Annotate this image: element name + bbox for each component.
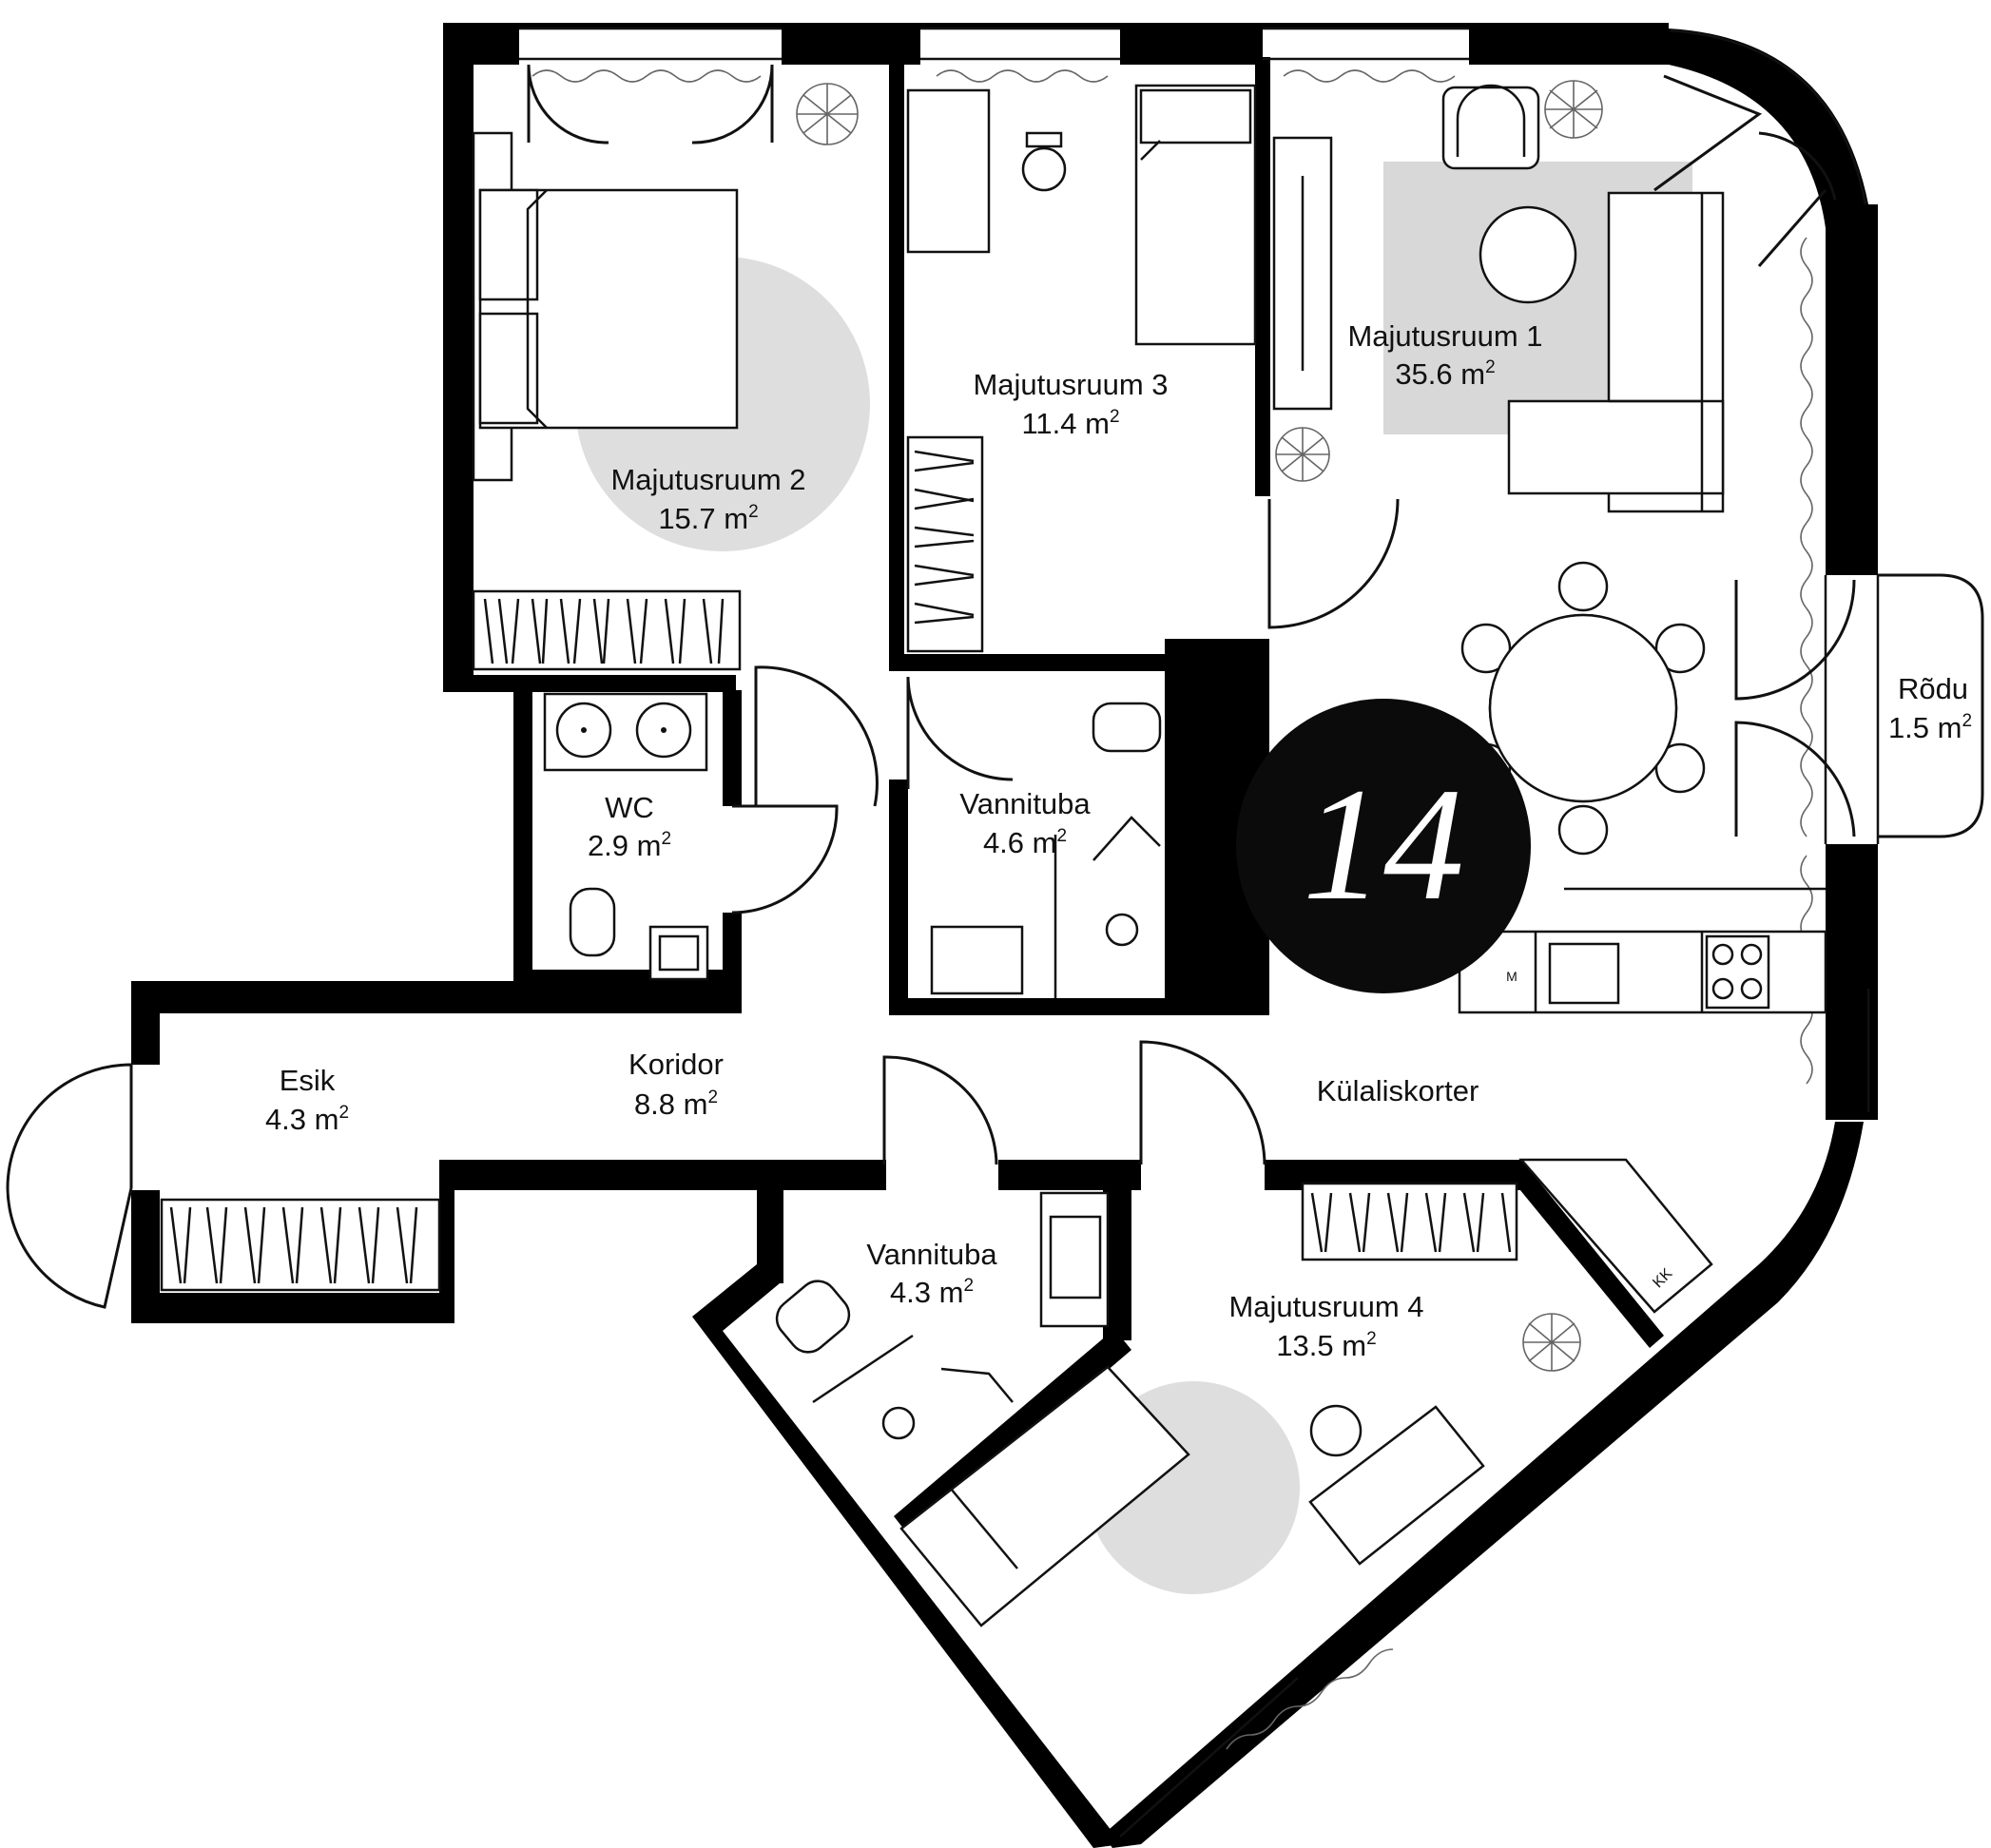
room-area: 8.8 m2 [634,1088,718,1121]
sink-icon [543,692,708,772]
balcony [1878,573,1984,838]
bed-icon [1134,84,1257,346]
room-label-wc: WC 2.9 m2 [588,791,671,862]
unit-number: 14 [1303,755,1464,934]
room-name: Majutusruum 2 [610,463,805,496]
room-area: 1.5 m2 [1888,711,1972,744]
chair-icon [1021,131,1067,192]
room-name: Esik [280,1064,336,1097]
walls [131,23,1878,1848]
room-area: 4.6 m2 [983,826,1067,859]
room-name: Vannituba [866,1238,997,1271]
curtains [532,69,1813,1750]
doors [6,64,1856,1309]
desk [906,88,991,254]
windows [519,27,1880,1838]
room-area: 35.6 m2 [1395,357,1495,391]
sink-icon [1548,942,1620,1005]
door-swing-icon [527,64,609,144]
bed-icon [472,131,739,482]
room-area: 11.4 m2 [1021,407,1119,440]
toilet-icon [775,1280,851,1354]
chair-icon [1441,84,1540,170]
table-icon [1460,561,1706,856]
room-area: 15.7 m2 [658,502,758,535]
room-label-majutusruum-4: Majutusruum 4 13.5 m2 [1228,1290,1423,1362]
room-label-vannituba-1: Vannituba 4.6 m2 [959,787,1091,859]
room-area: 4.3 m2 [265,1103,349,1136]
room-name: Rõdu [1898,672,1968,705]
wardrobe-icon [1301,1182,1518,1261]
room-label-koridor: Koridor 8.8 m2 [628,1048,724,1121]
room-label-majutusruum-1: Majutusruum 1 35.6 m2 [1347,319,1542,391]
room-label-esik: Esik 4.3 m2 [265,1064,349,1136]
label-m: M [1506,969,1517,984]
room-name: Majutusruum 4 [1228,1290,1423,1323]
room-name: Majutusruum 3 [973,368,1168,401]
toilet-icon [569,887,616,957]
table-icon [1479,205,1577,304]
chair-icon [1309,1404,1363,1457]
wardrobe-icon [472,589,742,671]
room-label-rodu: Rõdu 1.5 m2 [1888,672,1972,744]
label-kulaliskorter: Külaliskorter [1317,1074,1479,1107]
room-area: 13.5 m2 [1276,1329,1376,1362]
room-area: 4.3 m2 [890,1276,974,1309]
shower-icon [812,1334,1014,1440]
room-label-majutusruum-3: Majutusruum 3 11.4 m2 [973,368,1168,440]
room-name: Koridor [628,1048,724,1081]
room-area: 2.9 m2 [588,829,671,862]
kitchenette [1518,1158,1713,1314]
room-label-majutusruum-2: Majutusruum 2 15.7 m2 [610,463,805,535]
shower-icon [1053,816,1161,998]
plant-icon [796,80,1603,1372]
room-name: Majutusruum 1 [1347,319,1542,353]
desk [1308,1405,1485,1566]
bed-icon [899,1365,1190,1627]
room-name: Vannituba [959,787,1091,820]
wardrobe-icon [160,1198,441,1292]
room-name: WC [605,791,654,824]
unit-marker [1236,699,1531,993]
sink-icon [1039,1191,1110,1328]
wardrobe-icon [906,435,984,653]
sink-icon [930,925,1024,995]
room-label-vannituba-2: Vannituba 4.3 m2 [866,1238,997,1309]
toilet-icon [1092,702,1162,753]
stove-icon [1705,934,1770,1010]
sink-icon [648,925,709,981]
sofa-icon [1507,191,1725,513]
